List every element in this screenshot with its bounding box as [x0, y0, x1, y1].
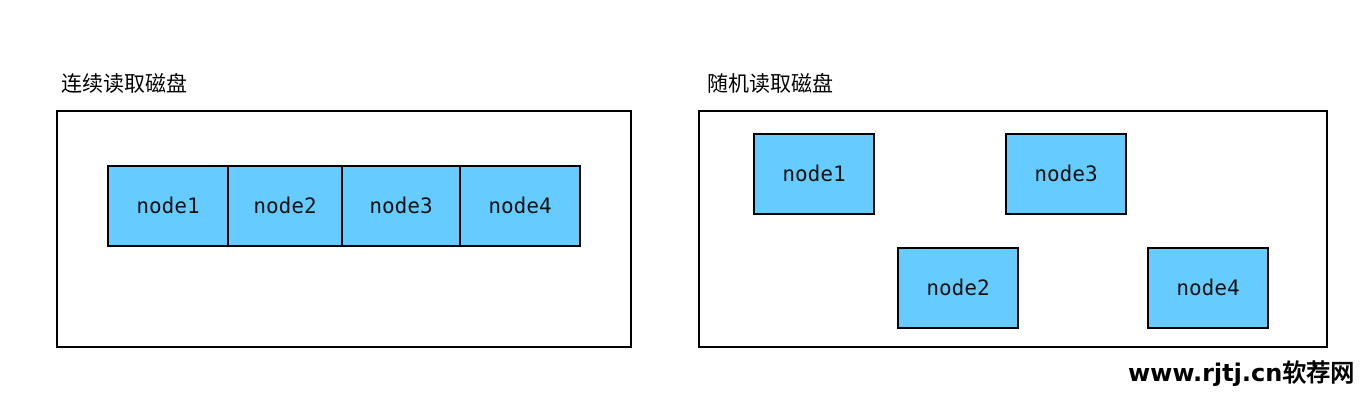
random-node-3: node3	[1005, 133, 1127, 215]
sequential-node-1: node1	[107, 165, 229, 247]
sequential-node-3: node3	[341, 165, 461, 247]
sequential-disk-panel: node1 node2 node3 node4	[56, 110, 632, 348]
sequential-node-2: node2	[227, 165, 343, 247]
random-node-2: node2	[897, 247, 1019, 329]
watermark: www.rjtj.cn软荐网	[1128, 359, 1355, 387]
random-node-1: node1	[753, 133, 875, 215]
random-read-title: 随机读取磁盘	[707, 72, 833, 96]
random-node-4: node4	[1147, 247, 1269, 329]
sequential-read-title: 连续读取磁盘	[61, 72, 187, 96]
random-disk-panel: node1 node3 node2 node4	[698, 110, 1328, 348]
sequential-node-4: node4	[459, 165, 581, 247]
